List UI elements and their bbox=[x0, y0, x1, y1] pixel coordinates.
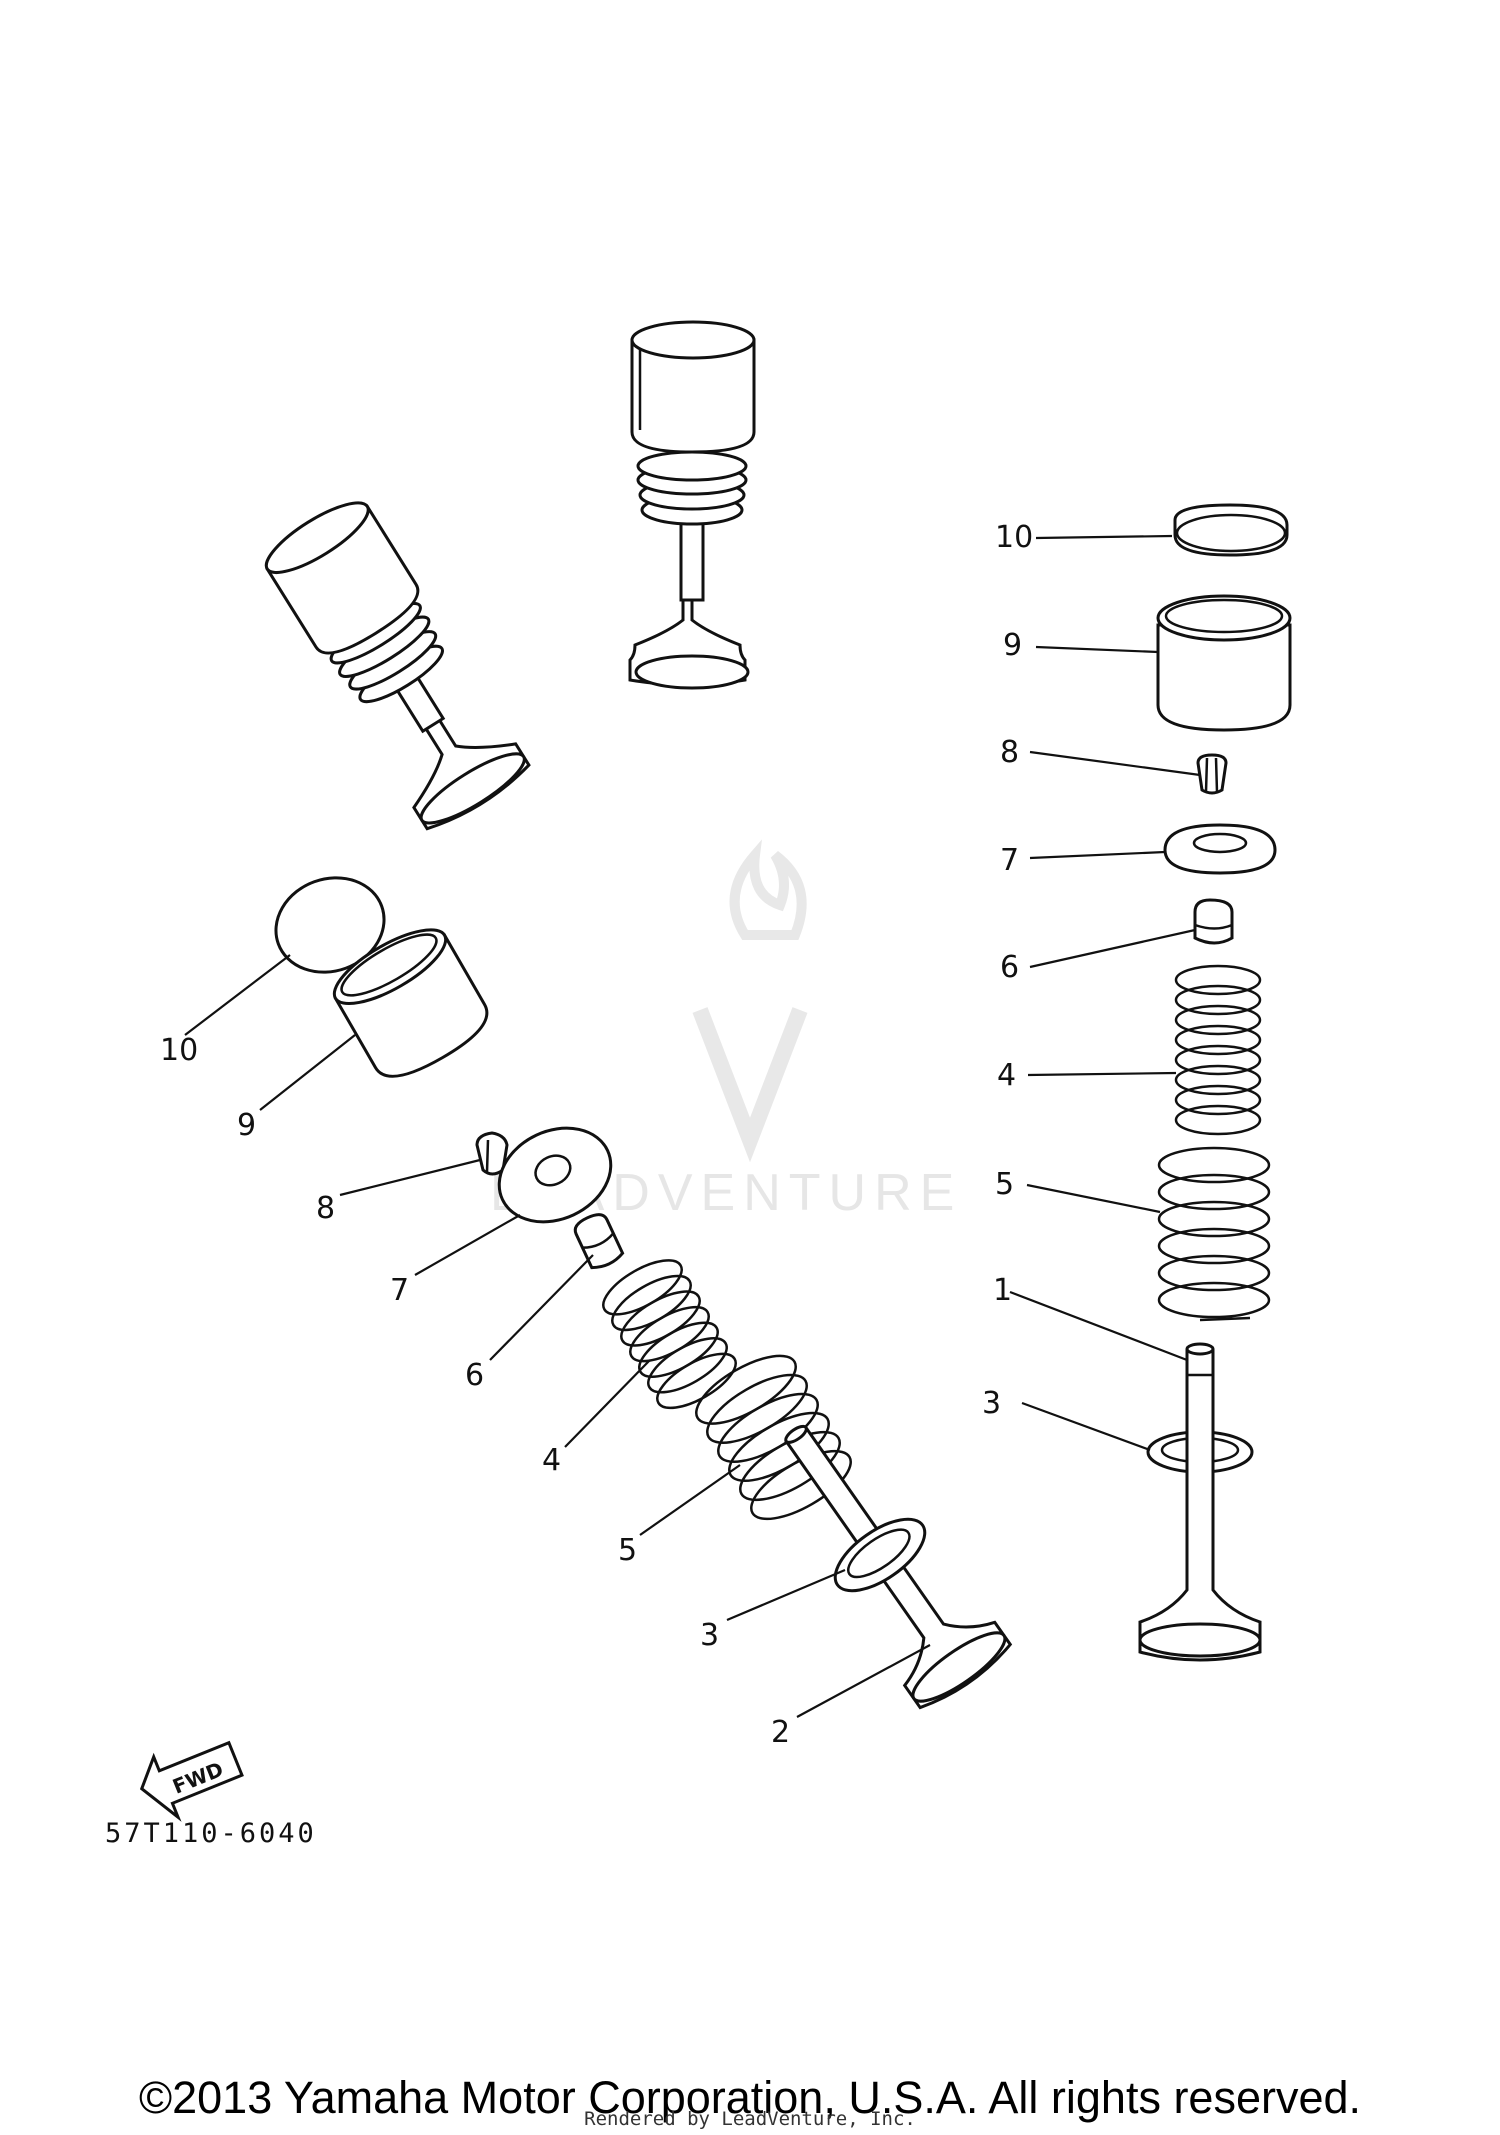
assembled-valve-top bbox=[628, 320, 756, 690]
spring-seat-left bbox=[833, 1517, 927, 1593]
valve-stem-seal-left bbox=[573, 1213, 625, 1270]
valve-cotter-left bbox=[475, 1131, 509, 1176]
left-exploded-stack bbox=[274, 876, 1013, 1710]
callout-left-5: 5 bbox=[618, 1533, 637, 1568]
callout-left-2: 2 bbox=[771, 1715, 790, 1750]
callout-right-7: 7 bbox=[1000, 843, 1019, 878]
valve-cotter-right bbox=[1196, 753, 1228, 795]
callout-right-9: 9 bbox=[1003, 628, 1022, 663]
shim-left bbox=[274, 876, 386, 974]
drawing-code: 57T110-6040 bbox=[105, 1818, 317, 1849]
callout-left-6: 6 bbox=[465, 1358, 484, 1393]
callout-right-10: 10 bbox=[995, 520, 1033, 555]
callout-right-6: 6 bbox=[1000, 950, 1019, 985]
copyright-notice: ©2013 Yamaha Motor Corporation, U.S.A. A… bbox=[138, 2072, 1362, 2123]
callout-left-7: 7 bbox=[390, 1273, 409, 1308]
callout-left-9: 9 bbox=[237, 1108, 256, 1143]
callout-left-4: 4 bbox=[542, 1443, 561, 1478]
spring-retainer-left bbox=[497, 1126, 613, 1224]
fwd-arrow-icon: FWD bbox=[139, 1740, 244, 1822]
callout-right-3: 3 bbox=[982, 1386, 1001, 1421]
callout-left-3: 3 bbox=[700, 1618, 719, 1653]
spring-retainer-right bbox=[1163, 823, 1277, 875]
outer-spring-left bbox=[695, 1354, 852, 1521]
callout-right-4: 4 bbox=[997, 1058, 1016, 1093]
callout-left-8: 8 bbox=[316, 1191, 335, 1226]
valve-stem-seal-right bbox=[1193, 898, 1234, 945]
inner-spring-left bbox=[602, 1259, 737, 1410]
rendered-by-credit: Rendered by LeadVenture, Inc. bbox=[584, 2108, 916, 2130]
callouts-right: 10 9 8 7 6 4 5 1 3 bbox=[982, 520, 1201, 1452]
callout-right-8: 8 bbox=[1000, 735, 1019, 770]
inner-spring-right bbox=[1174, 964, 1262, 1136]
callout-right-5: 5 bbox=[995, 1167, 1014, 1202]
exhaust-valve bbox=[1138, 1342, 1262, 1662]
valve-lifter-left bbox=[332, 928, 489, 1078]
callouts-left: 10 9 8 7 6 4 5 3 2 bbox=[160, 954, 931, 1750]
callout-left-10: 10 bbox=[160, 1033, 198, 1068]
callout-right-1: 1 bbox=[993, 1273, 1012, 1308]
outer-spring-right bbox=[1157, 1146, 1271, 1322]
right-exploded-stack bbox=[1138, 503, 1292, 1662]
shim-right bbox=[1173, 503, 1289, 557]
valve-lifter-right bbox=[1156, 594, 1292, 732]
assembled-valve-left bbox=[264, 501, 531, 831]
